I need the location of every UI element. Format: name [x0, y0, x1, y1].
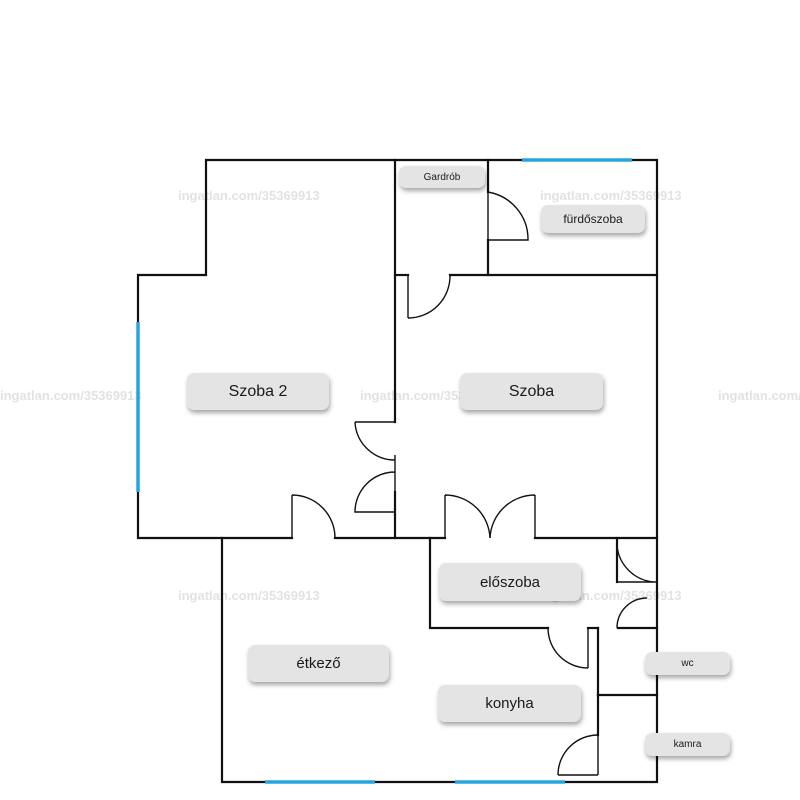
room-label-konyha: konyha	[438, 685, 581, 722]
door-szoba2-upper	[354, 421, 396, 461]
door-wc-lower	[616, 597, 648, 629]
door-szoba2-bottom	[291, 494, 336, 539]
door-gardrob-bottom	[407, 274, 451, 319]
door-szoba-bottom-right	[489, 494, 536, 539]
room-label-szoba2: Szoba 2	[187, 373, 329, 410]
door-wc	[616, 544, 658, 583]
room-label-furdoszoba: fürdőszoba	[541, 205, 645, 233]
room-label-gardrob: Gardrób	[399, 166, 485, 188]
wall-eloszoba-left	[428, 536, 550, 630]
door-eloszoba	[547, 627, 589, 669]
doors	[291, 191, 658, 776]
door-szoba-bottom-left	[444, 494, 491, 539]
watermark: ingatlan.com/35369913	[540, 188, 682, 203]
door-gardrob	[487, 191, 529, 241]
watermark: ingatlan.com/35369913	[178, 588, 320, 603]
windows	[136, 158, 632, 784]
room-label-kamra: kamra	[645, 733, 730, 756]
room-label-wc: wc	[645, 652, 730, 675]
room-label-etkezo: étkező	[248, 645, 389, 682]
room-label-eloszoba: előszoba	[439, 563, 581, 601]
watermark: ingatlan.com/35369913	[0, 388, 142, 403]
watermark: ingatlan.com/35369913	[178, 188, 320, 203]
room-label-szoba: Szoba	[460, 373, 603, 410]
door-szoba2-lower	[354, 455, 396, 513]
walls	[136, 158, 659, 784]
watermarks: ingatlan.com/35369913 ingatlan.com/35369…	[0, 188, 800, 603]
door-kamra	[557, 734, 599, 776]
watermark: ingatlan.com/35369913	[718, 388, 800, 403]
